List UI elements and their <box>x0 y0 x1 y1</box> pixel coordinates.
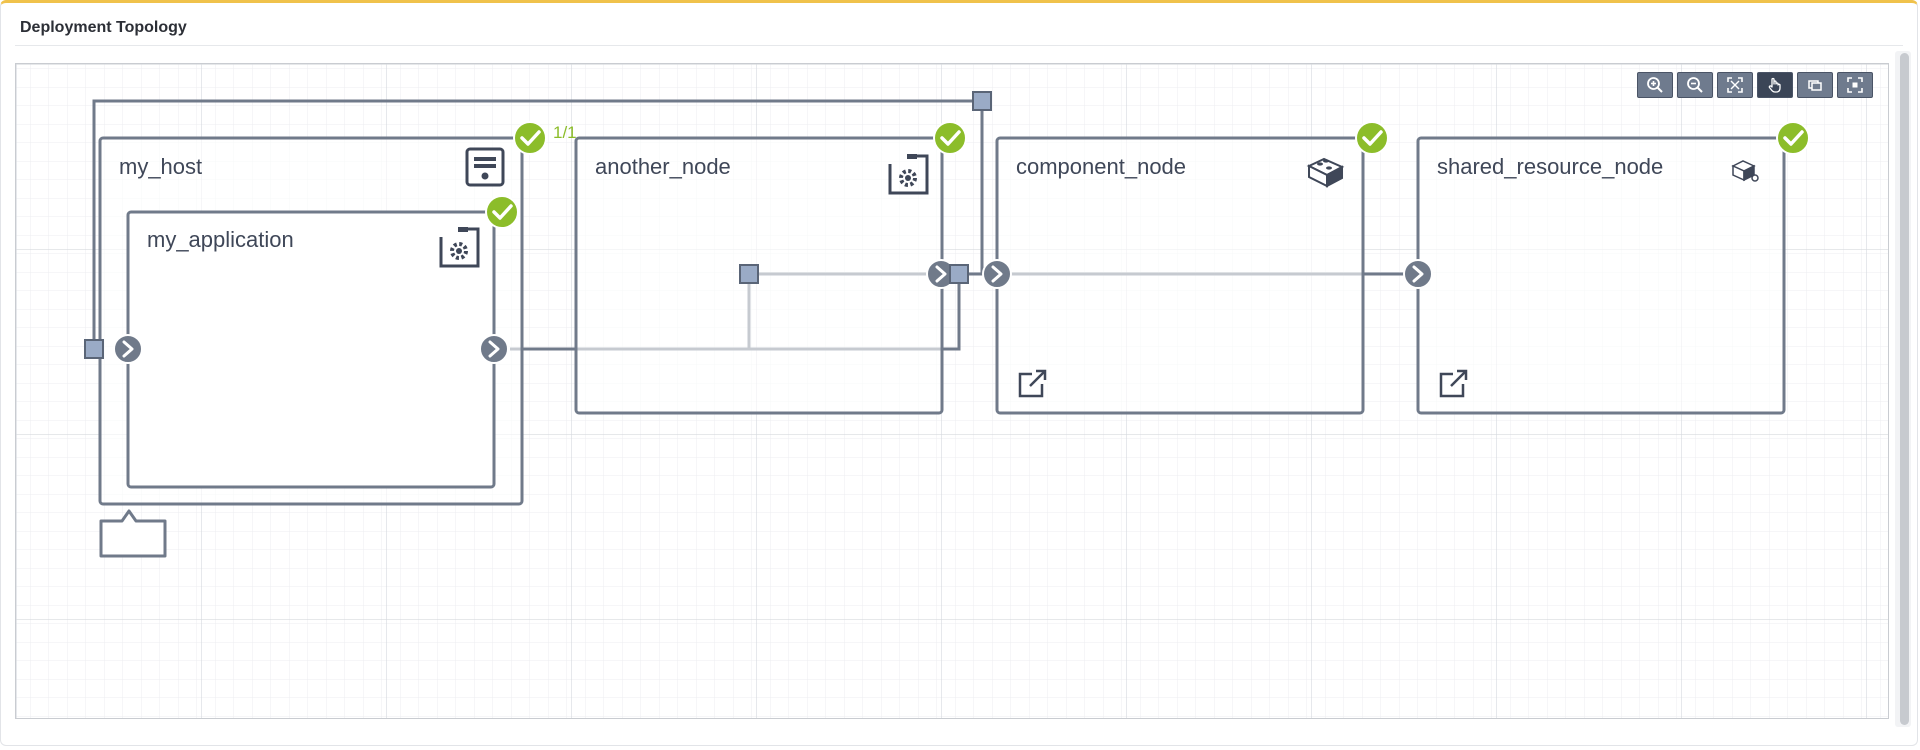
status-ok-icon <box>1776 121 1810 155</box>
requirement-connector-icon[interactable] <box>1403 259 1433 289</box>
status-ok-icon <box>1355 121 1389 155</box>
shared-resource-icon <box>1731 160 1759 182</box>
title-divider <box>15 45 1903 46</box>
requirement-connector-icon[interactable] <box>982 259 1012 289</box>
topology-canvas[interactable]: my_host 1/1 my_applica <box>15 63 1889 719</box>
pan-hand-button[interactable] <box>1757 72 1793 98</box>
junction-square[interactable] <box>949 264 969 284</box>
center-button[interactable] <box>1837 72 1873 98</box>
requirement-connector-icon[interactable] <box>113 334 143 364</box>
zoom-in-button[interactable] <box>1637 72 1673 98</box>
node-another-node[interactable]: another_node <box>574 121 967 415</box>
zoom-in-icon <box>1647 77 1663 93</box>
host-icon <box>465 147 505 187</box>
junction-square[interactable] <box>84 339 104 359</box>
host-tab-shape <box>99 509 167 558</box>
pan-hand-icon <box>1768 77 1781 93</box>
node-label-my-host: my_host <box>119 154 202 179</box>
status-ok-icon <box>513 121 547 155</box>
external-link-icon[interactable] <box>1439 369 1468 398</box>
status-ok-icon <box>485 195 519 229</box>
vertical-scrollbar-thumb[interactable] <box>1900 53 1909 725</box>
node-my-application[interactable]: my_application <box>113 195 519 489</box>
zoom-out-button[interactable] <box>1677 72 1713 98</box>
junction-square[interactable] <box>739 264 759 284</box>
node-label-component-node: component_node <box>1016 154 1186 179</box>
lego-block-icon <box>1306 157 1345 188</box>
fit-to-screen-button[interactable] <box>1717 72 1753 98</box>
node-shared-resource-node[interactable]: shared_resource_node <box>1403 121 1810 415</box>
software-gear-icon <box>888 154 929 195</box>
junction-square[interactable] <box>972 91 992 111</box>
copy-button[interactable] <box>1797 72 1833 98</box>
node-label-shared-resource-node: shared_resource_node <box>1437 154 1663 179</box>
capability-connector-icon[interactable] <box>479 334 509 364</box>
junction-squares <box>84 91 992 359</box>
node-label-another-node: another_node <box>595 154 731 179</box>
node-label-my-application: my_application <box>147 227 294 252</box>
node-component-node[interactable]: component_node <box>982 121 1389 415</box>
external-link-icon[interactable] <box>1018 369 1047 398</box>
center-icon <box>1847 77 1863 93</box>
software-gear-icon <box>439 227 480 268</box>
fit-to-screen-icon <box>1727 77 1743 93</box>
instance-count: 1/1 <box>553 123 577 142</box>
zoom-out-icon <box>1687 77 1703 93</box>
copy-icon <box>1808 80 1822 91</box>
edge-host-to-top-bus <box>92 99 982 349</box>
canvas-toolbar <box>1637 72 1873 98</box>
status-ok-icon <box>933 121 967 155</box>
panel-title: Deployment Topology <box>20 19 187 36</box>
